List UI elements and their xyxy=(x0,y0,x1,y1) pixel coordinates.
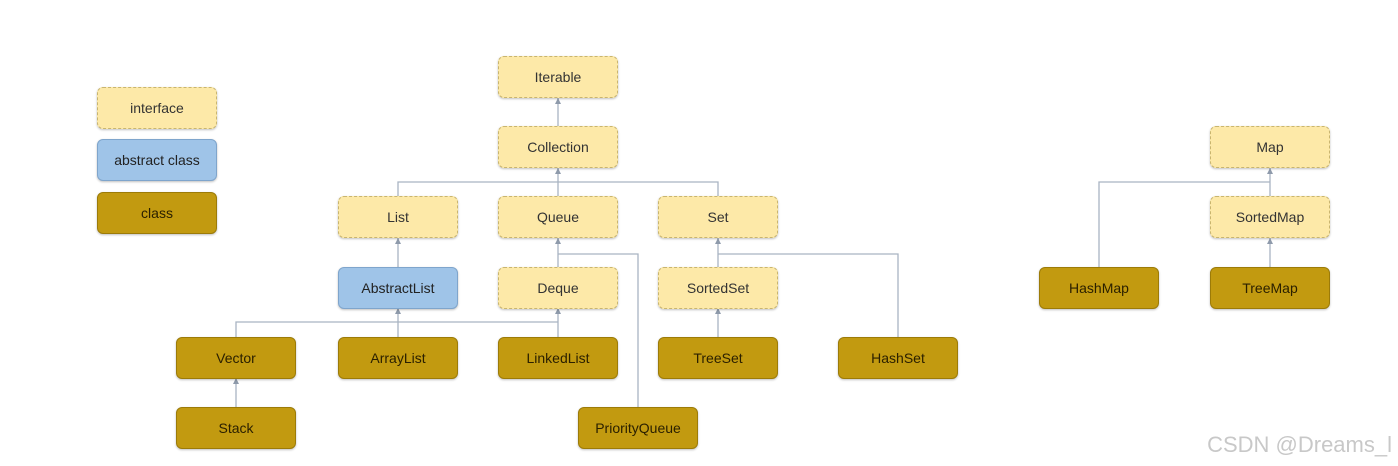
watermark: CSDN @Dreams_l xyxy=(1207,432,1392,457)
node-priority-queue: PriorityQueue xyxy=(578,407,698,449)
node-map: Map xyxy=(1210,126,1330,168)
node-abstract-list: AbstractList xyxy=(338,267,458,309)
node-hash-map: HashMap xyxy=(1039,267,1159,309)
node-array-list: ArrayList xyxy=(338,337,458,379)
node-list: List xyxy=(338,196,458,238)
node-vector: Vector xyxy=(176,337,296,379)
node-sorted-map: SortedMap xyxy=(1210,196,1330,238)
node-linked-list: LinkedList xyxy=(498,337,618,379)
legend-interface: interface xyxy=(97,87,217,129)
node-stack: Stack xyxy=(176,407,296,449)
node-deque: Deque xyxy=(498,267,618,309)
node-set: Set xyxy=(658,196,778,238)
node-queue: Queue xyxy=(498,196,618,238)
node-hash-set: HashSet xyxy=(838,337,958,379)
legend-abstract-class: abstract class xyxy=(97,139,217,181)
node-iterable: Iterable xyxy=(498,56,618,98)
node-tree-set: TreeSet xyxy=(658,337,778,379)
node-collection: Collection xyxy=(498,126,618,168)
legend-class: class xyxy=(97,192,217,234)
node-tree-map: TreeMap xyxy=(1210,267,1330,309)
node-sorted-set: SortedSet xyxy=(658,267,778,309)
